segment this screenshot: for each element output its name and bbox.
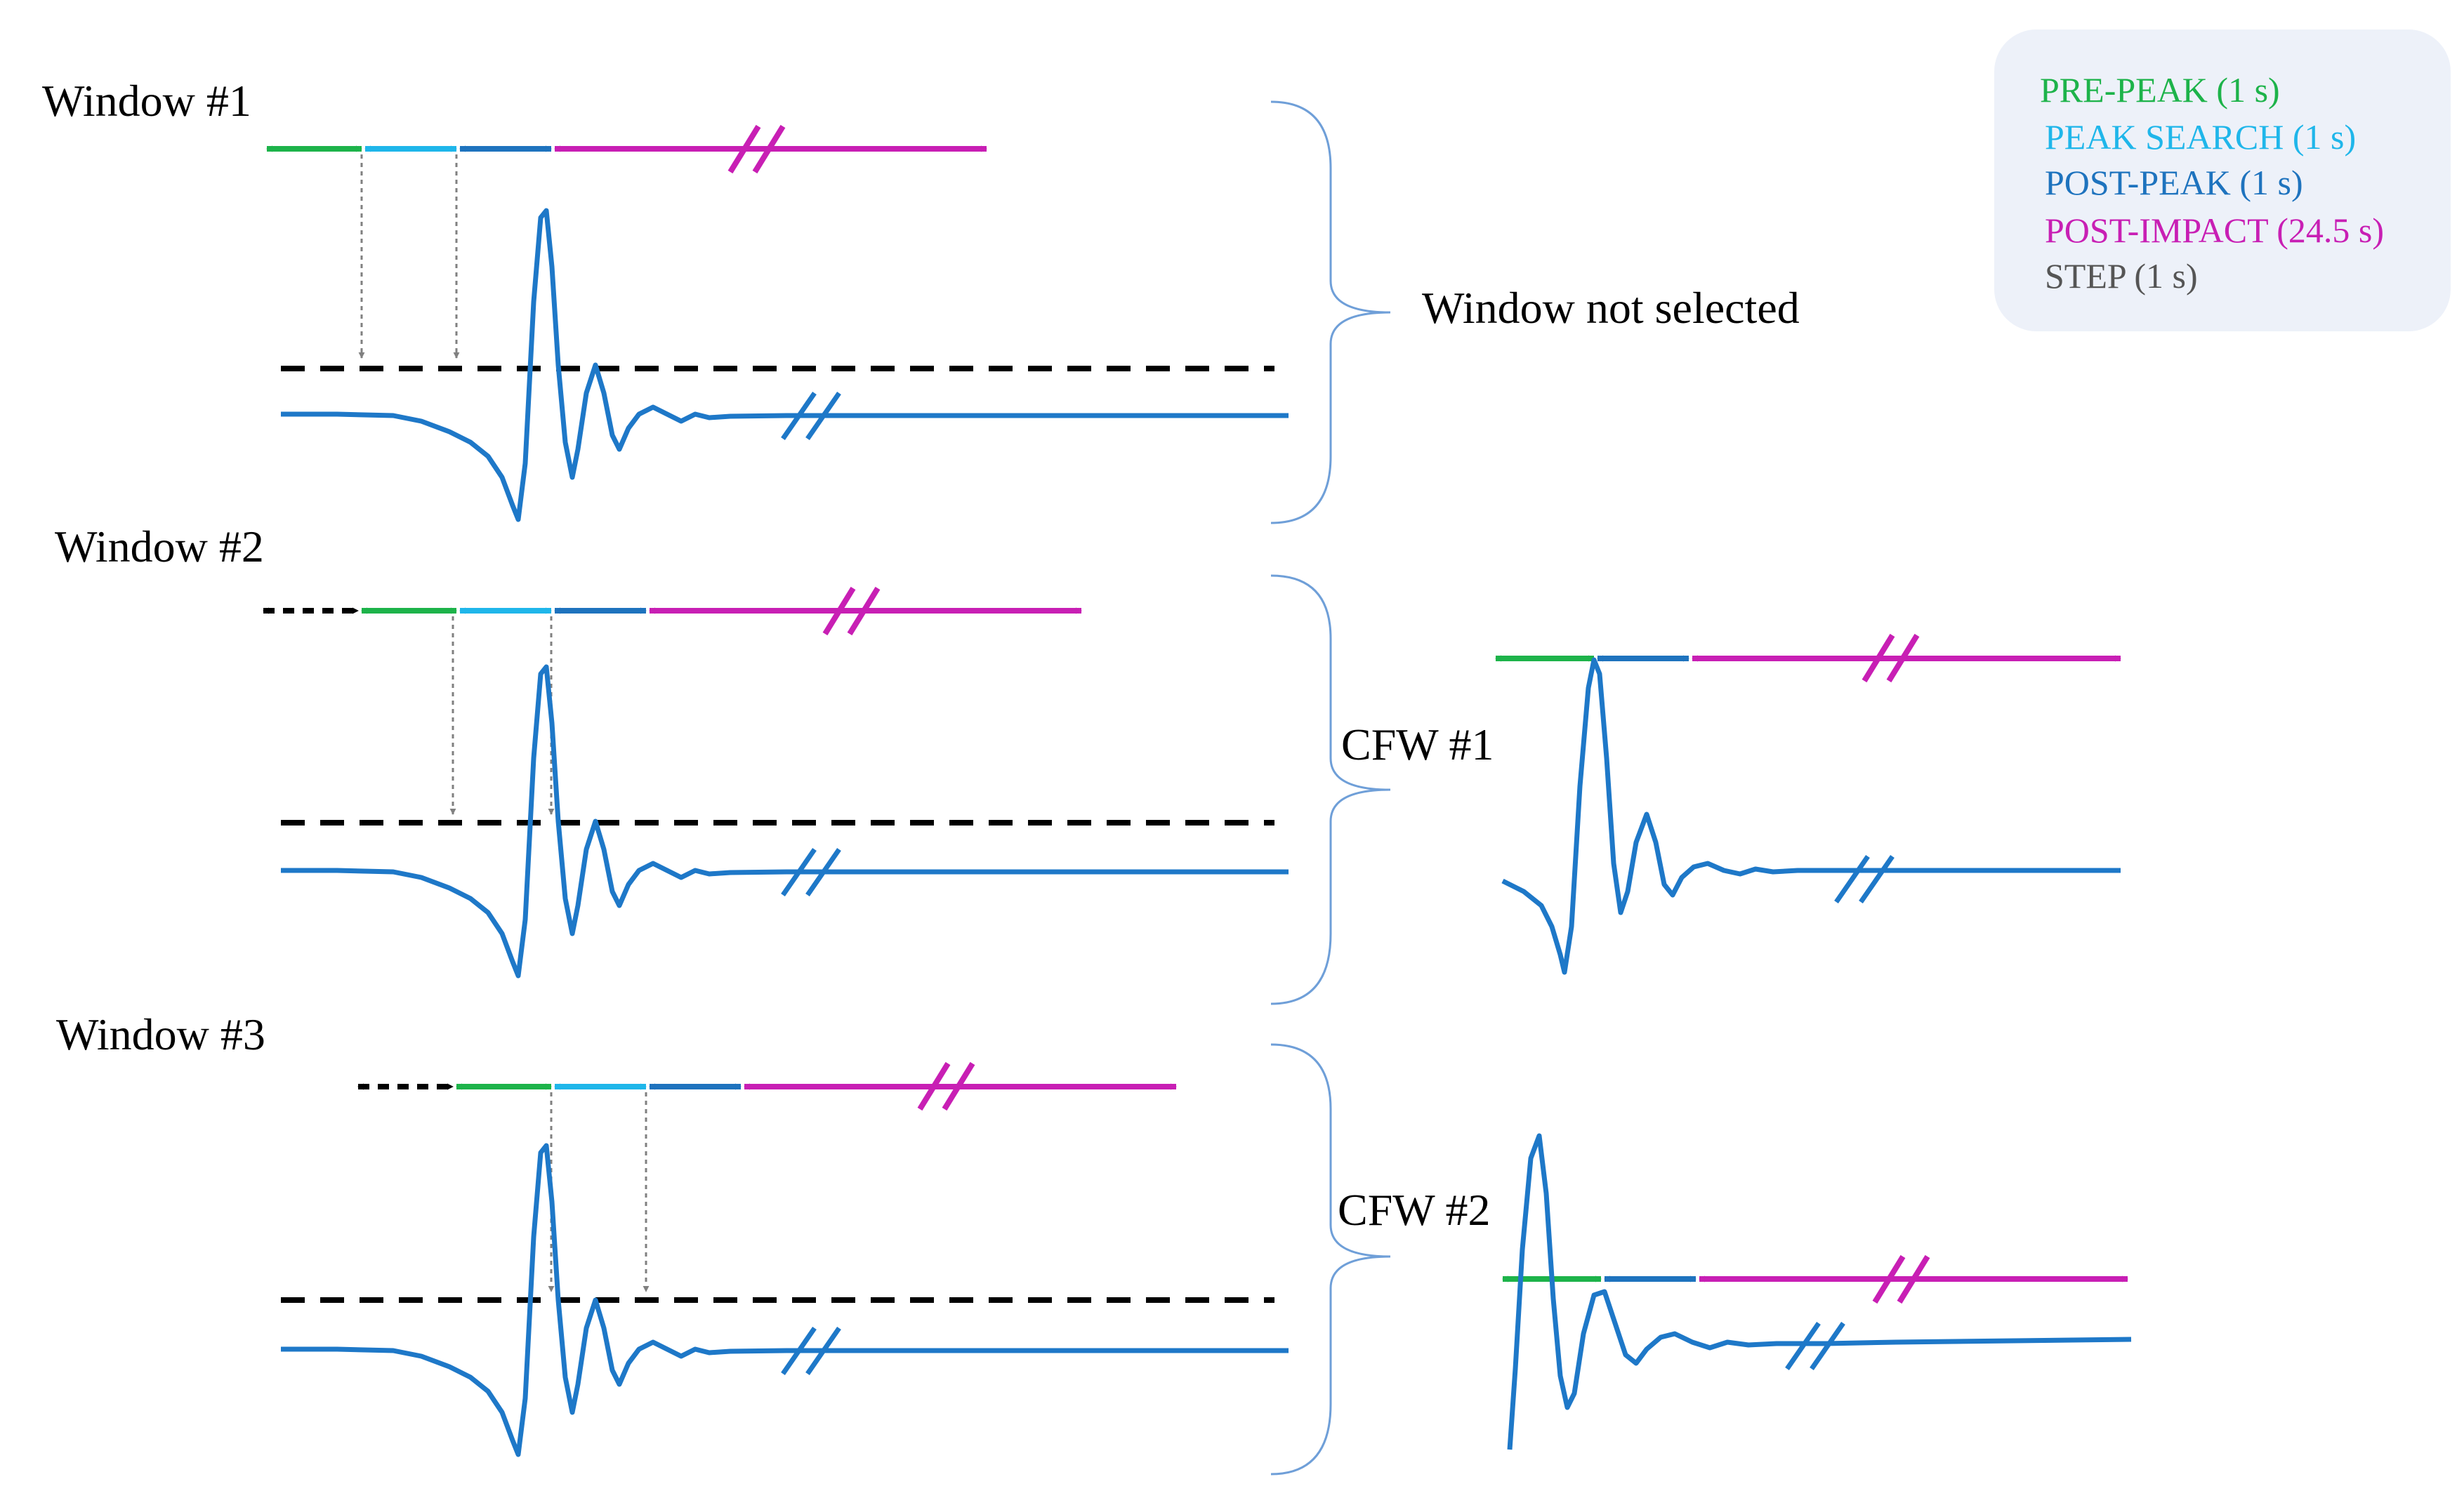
legend-post-impact: POST-IMPACT (24.5 s) — [2045, 211, 2384, 250]
window-3-bracket — [1270, 1043, 1391, 1476]
signal-break-mark — [1834, 855, 1895, 903]
cfw-2 — [1502, 1133, 2132, 1450]
acceleration-signal — [1507, 1133, 2132, 1450]
axis-break-mark — [1872, 1254, 1930, 1304]
window-1: Window #1 Window not selected — [42, 76, 1800, 524]
window-not-selected-label: Window not selected — [1422, 283, 1800, 333]
signal-break-mark — [1785, 1322, 1845, 1370]
window-1-pointers — [358, 154, 460, 359]
legend-post-peak: POST-PEAK (1 s) — [2045, 163, 2303, 202]
legend: PRE-PEAK (1 s) PEAK SEARCH (1 s) POST-PE… — [1994, 29, 2451, 331]
acceleration-signal — [281, 1143, 1289, 1457]
signal-break-mark — [781, 848, 841, 896]
window-3-label: Window #3 — [56, 1009, 265, 1059]
window-3-segments — [357, 1061, 1177, 1111]
axis-break-mark — [917, 1061, 975, 1111]
acceleration-signal — [1501, 657, 2121, 975]
legend-background — [1994, 29, 2451, 331]
axis-break-mark — [727, 124, 786, 174]
signal-break-mark — [781, 1327, 841, 1375]
window-3-pointers — [548, 1092, 650, 1292]
window-2-segments — [263, 586, 1082, 636]
window-1-bracket — [1270, 100, 1391, 524]
legend-peak-search: PEAK SEARCH (1 s) — [2045, 117, 2356, 157]
acceleration-signal — [281, 208, 1289, 522]
legend-pre-peak: PRE-PEAK (1 s) — [2040, 70, 2280, 110]
window-1-segments — [266, 124, 987, 174]
cfw-2-label: CFW #2 — [1338, 1185, 1491, 1235]
window-3: Window #3 CFW #2 — [56, 1009, 1491, 1476]
axis-break-mark — [822, 586, 881, 636]
window-2-label: Window #2 — [55, 522, 264, 571]
cfw-1-label: CFW #1 — [1341, 720, 1494, 769]
acceleration-signal — [281, 664, 1289, 979]
signal-break-mark — [781, 392, 841, 440]
window-2: Window #2 CFW #1 — [55, 522, 1494, 1005]
window-1-label: Window #1 — [42, 76, 251, 126]
cfw-1 — [1495, 633, 2121, 975]
window-2-bracket — [1270, 574, 1391, 1005]
axis-break-mark — [1862, 633, 1920, 683]
legend-step: STEP (1 s) — [2045, 256, 2198, 296]
